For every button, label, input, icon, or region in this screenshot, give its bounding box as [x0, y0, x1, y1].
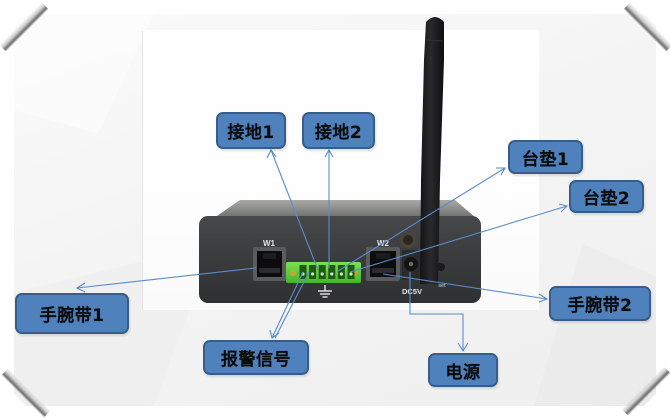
connector-wrist2: [382, 273, 549, 303]
photo-edge: [142, 31, 143, 310]
callout-ground2-label: 接地2: [314, 123, 363, 143]
set-label: set: [438, 283, 446, 289]
callout-ground1: 接地1: [216, 112, 286, 149]
port-w1: [253, 247, 286, 281]
callout-alarm: 报警信号: [203, 340, 309, 375]
port-w2: [366, 247, 400, 281]
callout-ground1-label: 接地1: [227, 123, 275, 143]
connector-ground2: [324, 148, 334, 268]
terminal-pin: [328, 265, 336, 279]
ground-icon: [318, 285, 332, 298]
terminal-pin: [309, 265, 317, 279]
w1-label: W1: [263, 239, 276, 248]
device-lid: [214, 200, 476, 218]
terminal-pin: [337, 265, 345, 279]
connector-mat2: [349, 203, 569, 273]
dc5v-label: DC5V: [402, 287, 422, 296]
callout-mat2: 台垫2: [569, 180, 644, 213]
callout-wrist1: 手腕带1: [15, 293, 129, 334]
connector-power: [409, 272, 469, 353]
callout-power-label: 电源: [445, 362, 481, 383]
callout-mat2-label: 台垫2: [582, 189, 631, 209]
callout-alarm-label: 报警信号: [221, 350, 291, 370]
callout-power: 电源: [428, 353, 498, 387]
connector-ground1: [266, 148, 319, 271]
callout-ground2: 接地2: [302, 112, 375, 149]
connector-alarm: [269, 271, 310, 339]
callout-wrist1-label: 手腕带1: [39, 306, 105, 326]
dc5v-jack: [402, 250, 422, 280]
set-button: [437, 263, 445, 271]
callout-wrist2-label: 手腕带2: [567, 296, 633, 316]
connector-wrist1: [75, 267, 257, 293]
callout-mat1: 台垫1: [508, 140, 583, 174]
antenna-nut: [399, 232, 417, 248]
callout-mat1-label: 台垫1: [521, 149, 570, 170]
terminal-pin: [318, 265, 326, 279]
connector-mat1: [337, 167, 506, 272]
callout-wrist2: 手腕带2: [549, 286, 651, 321]
